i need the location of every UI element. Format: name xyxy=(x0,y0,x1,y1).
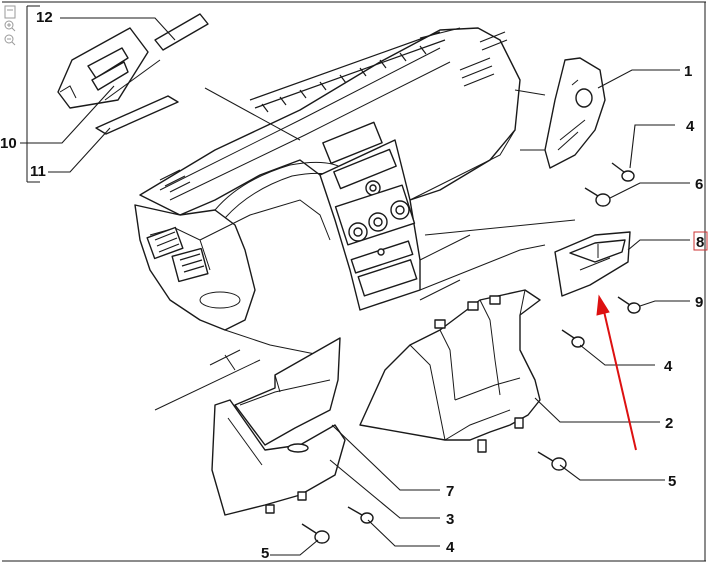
screw-4a xyxy=(611,162,635,182)
callout-2: 2 xyxy=(665,415,673,432)
part-12-trim-strip xyxy=(154,13,209,51)
callout-12: 12 xyxy=(36,9,53,26)
callout-1: 1 xyxy=(684,63,692,80)
callout-8: 8 xyxy=(696,234,704,251)
screw-5a xyxy=(537,451,567,471)
part-3-glovebox-body xyxy=(211,399,346,516)
screw-4b xyxy=(561,329,585,348)
callout-11: 11 xyxy=(30,163,46,180)
red-annotation-arrow xyxy=(596,294,637,451)
part-11-pad xyxy=(95,95,179,135)
zoom-out-icon[interactable] xyxy=(4,34,16,46)
callout-5-right: 5 xyxy=(668,473,676,490)
part-1-end-cap xyxy=(544,57,606,169)
zoom-in-icon[interactable] xyxy=(4,20,16,32)
dashboard-assembly xyxy=(134,27,546,411)
part-8-storage-cubby xyxy=(554,231,631,297)
callout-3: 3 xyxy=(446,511,454,528)
highlight-box xyxy=(693,231,708,251)
screw-9 xyxy=(617,296,641,314)
part-10-switch-panel xyxy=(57,27,149,109)
screw-5b xyxy=(301,523,330,544)
callout-6: 6 xyxy=(695,176,703,193)
callout-labels: 12 10 11 1 4 6 8 9 4 2 5 7 3 4 5 xyxy=(0,9,704,562)
callout-9: 9 xyxy=(695,294,703,311)
callout-10: 10 xyxy=(0,135,17,152)
fit-page-icon[interactable] xyxy=(4,5,16,19)
callout-4-upper: 4 xyxy=(686,118,695,135)
screw-6 xyxy=(584,187,611,207)
callout-5-lower: 5 xyxy=(261,545,269,562)
part-7-glovebox-lid xyxy=(234,337,341,446)
defroster-vent xyxy=(249,31,446,113)
side-vent-right xyxy=(459,31,508,87)
callout-4-lower: 4 xyxy=(446,539,455,556)
center-stack-controls xyxy=(322,121,418,297)
screw-4c xyxy=(347,506,374,524)
leader-lines xyxy=(20,17,690,556)
viewer-toolbar xyxy=(4,5,16,46)
callout-4-middle: 4 xyxy=(664,358,673,375)
side-vent-left xyxy=(159,169,191,193)
callout-7: 7 xyxy=(446,483,454,500)
part-2-center-bracket xyxy=(359,289,541,453)
left-air-vent xyxy=(146,226,209,283)
group-bracket xyxy=(26,5,40,183)
